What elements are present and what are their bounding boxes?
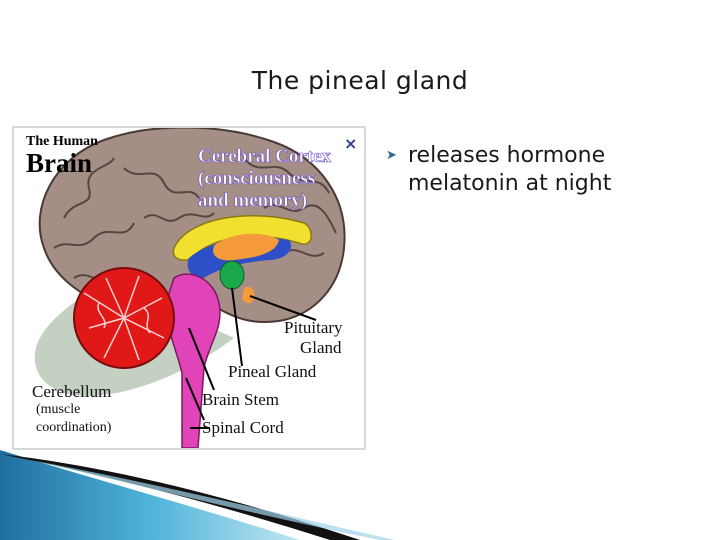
close-icon[interactable]: × (344, 134, 358, 153)
pituitary-label-line1: Pituitary (284, 318, 343, 337)
bullet-text: releases hormone melatonin at night (408, 143, 612, 196)
cortex-label-line3: and memory) (198, 190, 308, 212)
figure-title-line2: Brain (26, 148, 93, 178)
spinal-cord-label: Spinal Cord (202, 418, 284, 437)
figure-title-line1: The Human (26, 134, 98, 149)
cerebellum-note-line2: coordination) (36, 420, 112, 435)
decorative-swoosh (0, 450, 395, 540)
bullet-arrow-icon: ➤ (386, 148, 397, 163)
cerebellum-note-line1: (muscle (36, 402, 81, 417)
cerebellum-label: Cerebellum (32, 382, 112, 401)
pituitary-label-line2: Gland (300, 338, 342, 357)
brain-illustration (34, 128, 346, 448)
brain-stem-label: Brain Stem (202, 390, 279, 409)
brain-diagram: The Human Brain Cerebral Cortex (conscio… (14, 128, 364, 448)
cortex-label-line1: Cerebral Cortex (198, 146, 332, 168)
cortex-label-line2: (consciousness (198, 168, 316, 190)
slide-title: The pineal gland (251, 66, 469, 95)
pineal-label: Pineal Gland (228, 362, 317, 381)
